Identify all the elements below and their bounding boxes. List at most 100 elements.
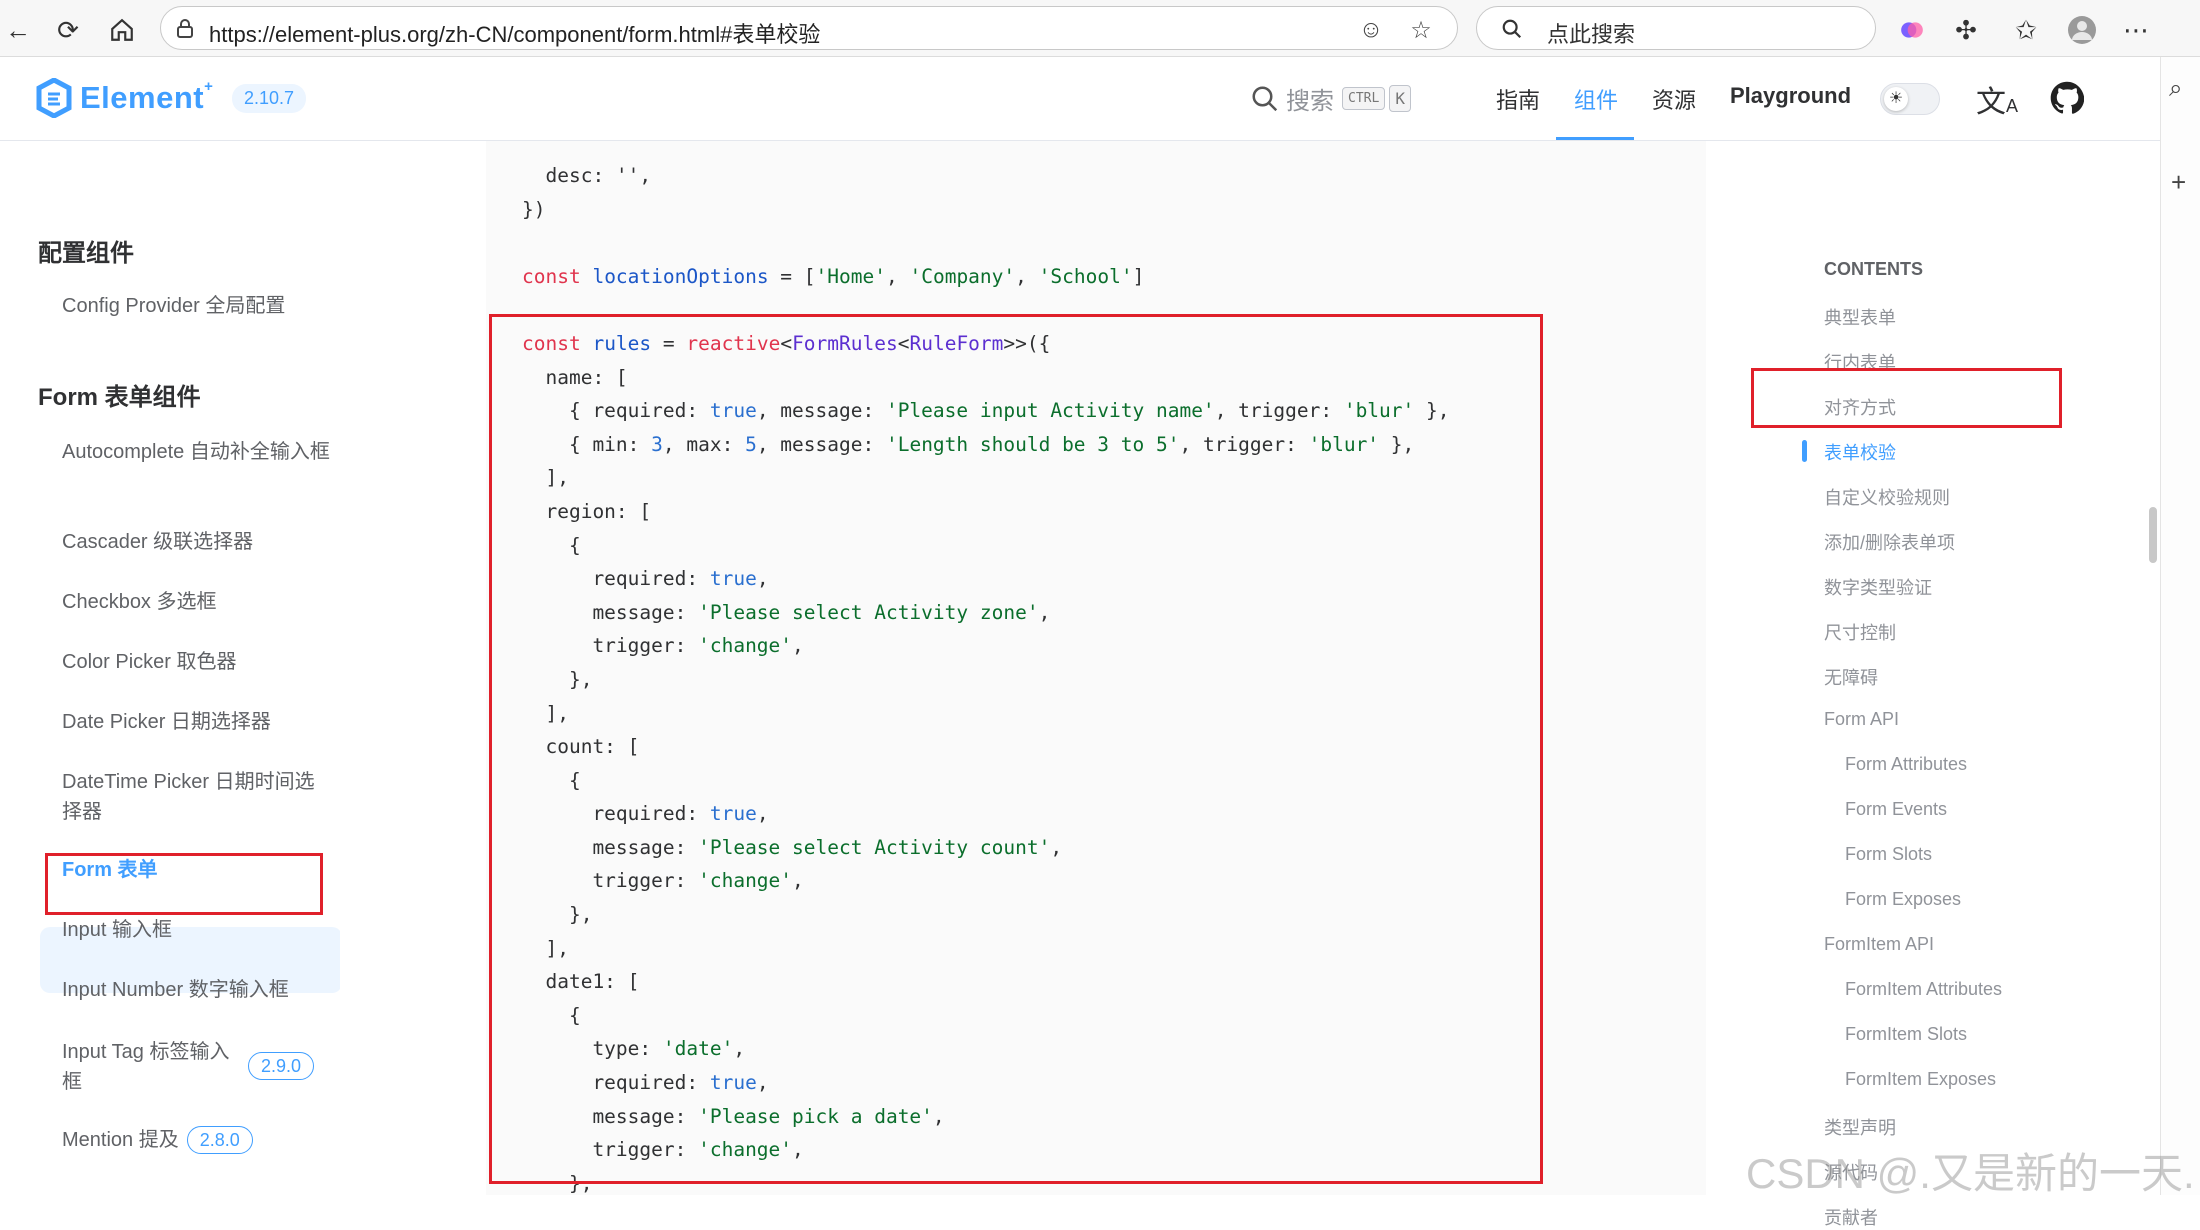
toc-item[interactable]: Form Exposes [1845, 889, 1962, 909]
element-logo[interactable]: Element+ [36, 78, 213, 118]
toc-item[interactable]: FormItem Attributes [1845, 979, 2003, 999]
code-token: , [792, 1138, 804, 1162]
translate-icon[interactable]: 文A [1976, 86, 2019, 119]
toc-item[interactable]: 对齐方式 [1824, 398, 1896, 418]
active-item-highlight [40, 927, 340, 993]
code-token: message: [522, 835, 699, 859]
code-token: RuleForm [909, 331, 1004, 355]
code-token: FormRules [792, 331, 898, 355]
code-token: { [522, 533, 581, 557]
toc-item[interactable]: 数字类型验证 [1824, 578, 1932, 598]
logo-plus: + [204, 77, 213, 95]
active-nav-underline [1556, 137, 1634, 140]
toc-item[interactable]: FormItem Slots [1845, 1024, 1968, 1044]
more-menu-icon[interactable]: ⋯ [2123, 14, 2149, 45]
code-token: required: [522, 802, 710, 826]
add-icon[interactable]: + [2171, 167, 2187, 197]
sidebar-item-cascader[interactable]: Cascader 级联选择器 [62, 531, 254, 553]
sidebar-item-color-picker[interactable]: Color Picker 取色器 [62, 651, 237, 673]
code-line: const locationOptions = ['Home', 'Compan… [522, 260, 1450, 294]
code-token: [ [803, 264, 816, 288]
dark-mode-toggle[interactable]: ☀ [1880, 83, 1940, 115]
search-label: 搜索 [1286, 88, 1334, 115]
sidebar-item-input-tag[interactable]: Input Tag 标签输入框 [62, 1041, 230, 1093]
version-badge[interactable]: 2.10.7 [232, 84, 307, 113]
favorites-icon[interactable]: ✩ [2015, 14, 2037, 45]
extensions-icon[interactable]: ✣ [1955, 14, 1977, 45]
sidebar-item-date-picker[interactable]: Date Picker 日期选择器 [62, 711, 271, 733]
doc-search-button[interactable]: 搜索 CTRL K [1250, 81, 1411, 116]
code-token: < [780, 331, 793, 355]
code-token: 5 [745, 432, 757, 456]
search-icon [1252, 86, 1278, 111]
sidebar-item-form[interactable]: Form 表单 [62, 859, 158, 881]
toc-item[interactable]: FormItem API [1824, 934, 1935, 954]
sidebar-item-input-number[interactable]: Input Number 数字输入框 [62, 979, 289, 1001]
scrollbar-thumb[interactable] [2149, 507, 2157, 563]
code-line: const rules = reactive<FormRules<RuleFor… [522, 327, 1450, 361]
version-badge-input-tag: 2.9.0 [248, 1052, 315, 1080]
toc-item[interactable]: 表单校验 [1824, 443, 1896, 463]
code-line: count: [ [522, 730, 1450, 764]
code-token: 'change' [698, 1138, 793, 1162]
sidebar-item-autocomplete[interactable]: Autocomplete 自动补全输入框 [62, 441, 330, 463]
toc-item[interactable]: Form Events [1845, 799, 1948, 819]
toc-item[interactable]: Form Attributes [1845, 754, 1968, 774]
toc-item[interactable]: 尺寸控制 [1824, 623, 1896, 643]
sidebar-item-input[interactable]: Input 输入框 [62, 919, 173, 941]
home-icon[interactable] [104, 12, 140, 48]
code-token: name: [ [522, 365, 628, 389]
code-line: required: true, [522, 562, 1450, 596]
code-line: ], [522, 461, 1450, 495]
table-of-contents: CONTENTS 典型表单行内表单对齐方式表单校验自定义校验规则添加/删除表单项… [1802, 141, 2154, 1228]
code-token: const [522, 264, 593, 288]
code-line: { [522, 764, 1450, 798]
code-token: , [733, 1037, 746, 1061]
toc-item[interactable]: 类型声明 [1824, 1118, 1896, 1138]
code-token: }) [522, 197, 546, 221]
github-icon[interactable] [2050, 81, 2085, 120]
site-info-icon[interactable] [173, 17, 197, 41]
code-token: desc: '', [522, 164, 652, 187]
reader-icon[interactable]: ☺ [1358, 16, 1384, 43]
toc-item[interactable]: Form API [1824, 709, 1900, 729]
code-token: trigger: [522, 1138, 699, 1162]
back-arrow-icon[interactable]: ← [5, 14, 31, 45]
toc-item[interactable]: 典型表单 [1824, 308, 1896, 328]
nav-link-guide[interactable]: 指南 [1496, 88, 1541, 113]
browser-search-box[interactable]: 点此搜索 [1476, 6, 1876, 50]
nav-link-component[interactable]: 组件 [1574, 88, 1619, 113]
code-line: trigger: 'change', [522, 629, 1450, 663]
sun-icon: ☀ [1884, 87, 1908, 111]
favorite-star-icon[interactable]: ☆ [1410, 17, 1432, 44]
code-token: ], [522, 466, 569, 490]
toc-item[interactable]: 贡献者 [1824, 1208, 1878, 1228]
toc-item[interactable]: FormItem Exposes [1845, 1069, 1997, 1089]
code-token: required: [522, 567, 710, 591]
code-block: desc: '',}) const locationOptions = ['Ho… [522, 159, 1450, 1195]
code-line: desc: '', [522, 159, 1450, 193]
code-line: region: [ [522, 495, 1450, 529]
sidebar-item-checkbox[interactable]: Checkbox 多选框 [62, 591, 217, 613]
reload-icon[interactable]: ⟳ [57, 14, 79, 45]
address-bar[interactable]: https://element-plus.org/zh-CN/component… [160, 6, 1458, 50]
toc-item[interactable]: 自定义校验规则 [1824, 488, 1950, 508]
code-token: , trigger: [1214, 399, 1344, 423]
toc-item[interactable]: Form Slots [1845, 844, 1933, 864]
search-icon[interactable]: ⌕ [2169, 75, 2183, 102]
nav-link-resources[interactable]: 资源 [1652, 88, 1697, 113]
sidebar-item-datetime-picker[interactable]: DateTime Picker 日期时间选择器 [62, 771, 315, 823]
code-token: ] [1132, 264, 1145, 288]
nav-link-playground[interactable]: Playground [1730, 83, 1852, 108]
toc-active-marker [1802, 440, 1807, 462]
code-token: , [756, 567, 769, 591]
toc-item[interactable]: 无障碍 [1824, 668, 1878, 688]
toc-item[interactable]: 源代码 [1824, 1163, 1878, 1183]
code-line: message: 'Please pick a date', [522, 1100, 1450, 1134]
sidebar-item-config-provider[interactable]: Config Provider 全局配置 [62, 295, 286, 317]
profile-avatar[interactable] [2064, 12, 2100, 48]
code-line: ], [522, 697, 1450, 731]
copilot-icon[interactable] [1894, 12, 1930, 48]
toc-item[interactable]: 添加/删除表单项 [1824, 533, 1956, 553]
